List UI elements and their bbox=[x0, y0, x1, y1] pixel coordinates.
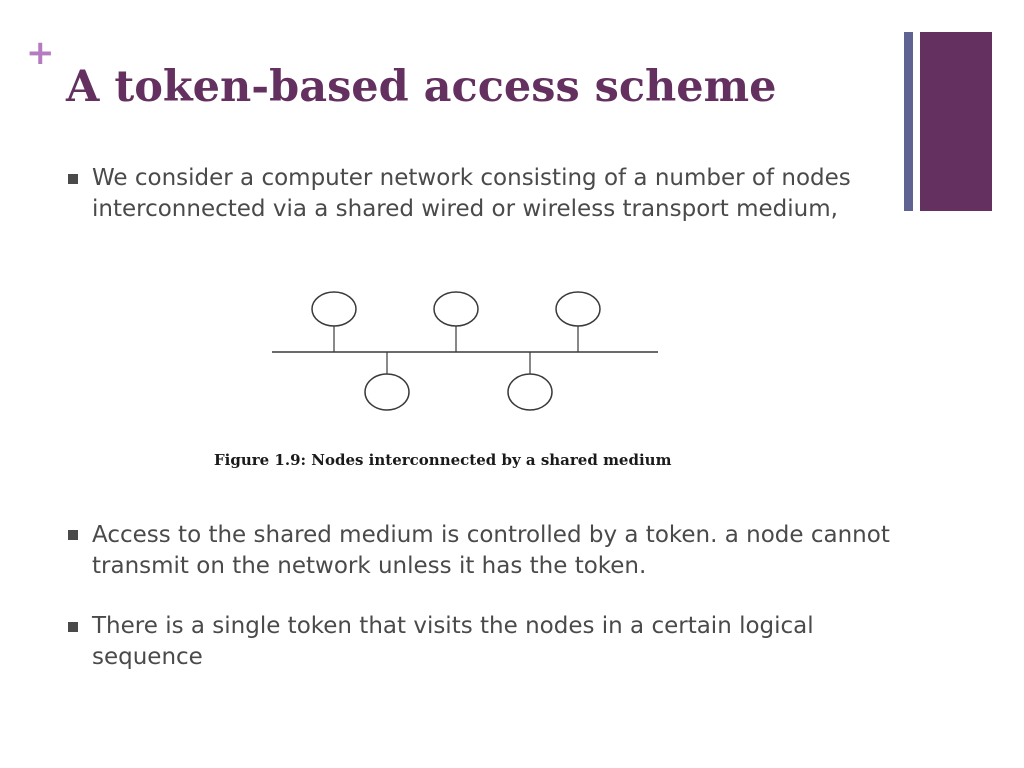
plus-icon: + bbox=[26, 33, 55, 73]
bullet-square-icon bbox=[68, 622, 78, 632]
bullet-square-icon bbox=[68, 530, 78, 540]
bullet-text-3: There is a single token that visits the … bbox=[92, 613, 814, 670]
network-node bbox=[433, 291, 479, 327]
decorative-thin-bar bbox=[904, 32, 913, 211]
decorative-thick-bar bbox=[920, 32, 992, 211]
network-node bbox=[311, 291, 357, 327]
bullet-text-2: Access to the shared medium is controlle… bbox=[92, 522, 890, 579]
bullet-square-icon bbox=[68, 174, 78, 184]
network-node bbox=[364, 373, 410, 411]
network-diagram bbox=[272, 291, 658, 411]
bullet-text-1: We consider a computer network consistin… bbox=[92, 165, 851, 222]
network-node bbox=[555, 291, 601, 327]
network-node bbox=[507, 373, 553, 411]
figure-caption: Figure 1.9: Nodes interconnected by a sh… bbox=[214, 451, 672, 469]
slide-title: A token-based access scheme bbox=[66, 62, 777, 112]
